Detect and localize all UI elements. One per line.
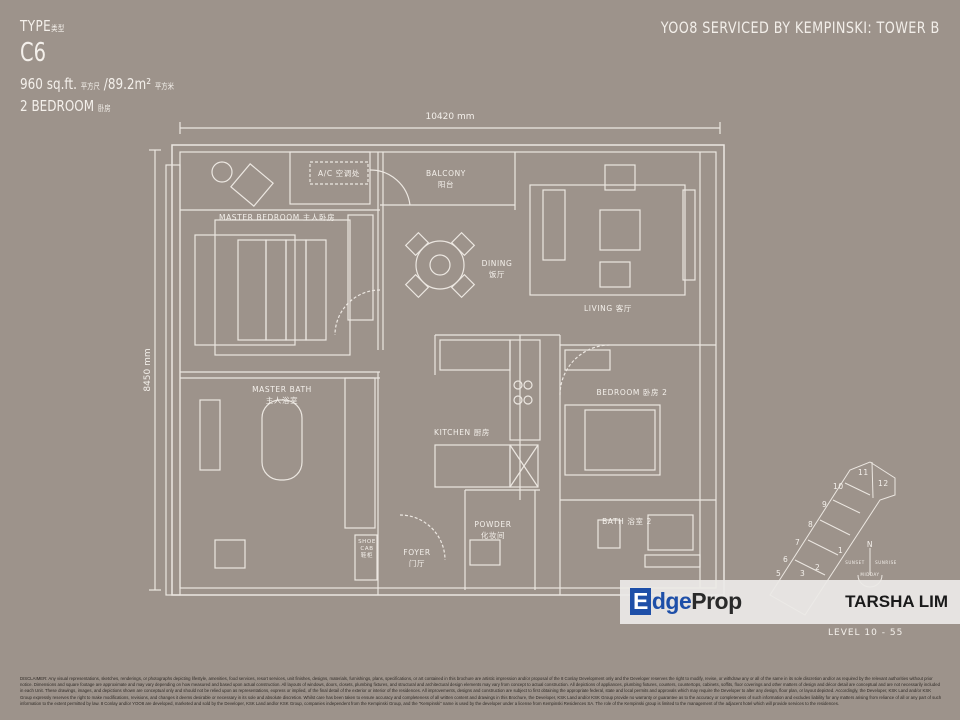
walls <box>149 122 725 596</box>
key-plan-unit: 7 <box>795 538 800 547</box>
sunset-label: SUNSET <box>845 560 865 565</box>
room-label-powder: POWDER <box>474 520 511 529</box>
key-plan-unit: 6 <box>783 555 788 564</box>
room-label-master-bedroom: MASTER BEDROOM 主人卧房 <box>219 212 335 222</box>
unit-area: 960 sq.ft. 平方尺 /89.2m² 平方米 <box>20 75 175 93</box>
room-label-master-bath: MASTER BATH <box>252 385 312 394</box>
key-plan-unit: 9 <box>822 500 827 509</box>
key-plan-unit: 8 <box>808 520 813 529</box>
room-label-shoe-cab-2: CAB <box>360 546 373 552</box>
key-plan-unit: 11 <box>858 468 869 477</box>
disclaimer: DISCLAIMER: Any visual representations, … <box>20 676 942 706</box>
key-plan-unit: 10 <box>833 482 844 491</box>
room-label-bath-2: BATH 浴室 2 <box>602 516 652 526</box>
room-label-shoe-cab-cn: 鞋柜 <box>361 551 373 559</box>
key-plan-unit: 1 <box>838 546 843 555</box>
key-plan-units: 1 2 3 5 6 7 8 9 10 11 12 N SUNSET SUNRIS… <box>776 468 897 578</box>
depth-dimension: 8450 mm <box>143 348 153 391</box>
room-label-balcony: BALCONY <box>426 169 466 178</box>
room-label-dining: DINING <box>482 259 513 268</box>
room-label-kitchen: KITCHEN 厨房 <box>434 427 490 437</box>
room-label-foyer-cn: 门厅 <box>409 559 425 568</box>
key-plan-unit: 2 <box>815 563 820 572</box>
room-label-living: LIVING 客厅 <box>584 303 632 313</box>
room-label-shoe-cab: SHOE <box>358 539 376 545</box>
room-label-balcony-cn: 阳台 <box>438 179 454 189</box>
sunrise-label: SUNRISE <box>875 560 897 565</box>
room-label-ac: A/C 空调处 <box>318 168 360 178</box>
type-label: TYPE类型 <box>20 17 65 35</box>
width-dimension: 10420 mm <box>425 112 474 122</box>
room-label-foyer: FOYER <box>403 548 430 557</box>
key-plan-unit: 3 <box>800 569 805 578</box>
unit-code: C6 <box>20 38 47 68</box>
room-label-bedroom-2: BEDROOM 卧房 2 <box>597 387 668 397</box>
agent-name: TARSHA LIM <box>845 592 948 611</box>
project-title: YOO8 SERVICED BY KEMPINSKI: TOWER B <box>661 18 940 37</box>
key-plan-unit: 12 <box>878 479 889 488</box>
north-indicator: N <box>867 540 873 549</box>
key-plan-unit: 5 <box>776 569 781 578</box>
bedroom-count: 2 BEDROOM 卧房 <box>20 97 111 115</box>
room-label-powder-cn: 化妆间 <box>481 530 505 540</box>
key-plan-level: LEVEL 10 - 55 <box>828 628 904 638</box>
midday-label: MIDDAY <box>860 572 879 577</box>
room-label-dining-cn: 饭厅 <box>489 269 505 279</box>
room-label-master-bath-cn: 主人浴室 <box>266 395 298 405</box>
